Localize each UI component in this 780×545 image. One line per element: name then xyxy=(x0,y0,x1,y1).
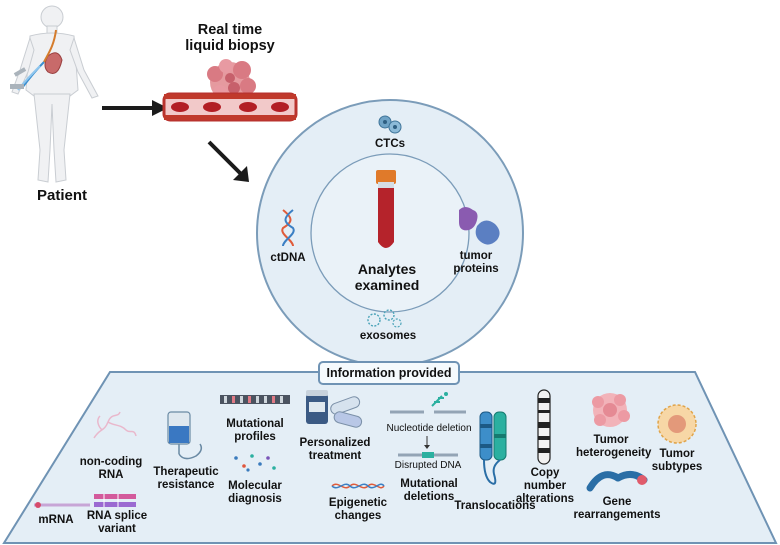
nucleotide-deletion-icon xyxy=(390,392,466,414)
mutation-barcode-icon xyxy=(220,395,290,404)
gene-rearrangement-icon xyxy=(586,471,648,492)
epigenetic-changes-label: Epigenetic changes xyxy=(328,497,388,522)
analytes-center-label: Analytes examined xyxy=(354,261,420,293)
dna-helix-icon xyxy=(281,209,295,247)
patient-label: Patient xyxy=(36,187,87,204)
blood-tube-icon xyxy=(376,170,396,248)
nucleotide-deletion-label: Nucleotide deletion xyxy=(386,423,472,434)
tumor-heterogeneity-label: Tumor heterogeneity xyxy=(576,434,652,459)
biopsy-title: Real time liquid biopsy xyxy=(185,22,275,55)
chromosome-icon xyxy=(537,389,551,465)
pills-icon xyxy=(306,390,363,428)
blood-vessel-icon xyxy=(162,59,298,122)
noncoding-rna-label: non-coding RNA xyxy=(79,456,143,481)
ctdna-label: ctDNA xyxy=(270,252,306,264)
ctcs-cell-icon xyxy=(378,115,402,134)
mrna-label: mRNA xyxy=(38,514,74,526)
tumor-proteins-label: tumor proteins xyxy=(453,250,499,275)
exosomes-label: exosomes xyxy=(359,330,417,342)
disrupted-dna-label: Disrupted DNA xyxy=(394,460,462,471)
therapeutic-resistance-label: Therapeutic resistance xyxy=(153,466,219,491)
rna-splice-icon xyxy=(94,494,136,507)
chromosome-translocation-icon xyxy=(479,411,507,485)
arrow-down-right-icon xyxy=(207,140,249,182)
mutational-deletions-label: Mutational deletions xyxy=(400,478,458,503)
tumor-cluster-icon xyxy=(207,59,256,102)
rna-splice-label: RNA splice variant xyxy=(86,510,148,535)
arrow-right-icon xyxy=(102,100,168,116)
gene-rearrangements-label: Gene rearrangements xyxy=(573,496,661,521)
iv-bag-icon xyxy=(167,411,203,460)
molecular-diagnosis-label: Molecular diagnosis xyxy=(228,480,282,505)
patient-figure-icon xyxy=(10,5,99,183)
dna-strand-icon xyxy=(331,483,385,489)
noncoding-rna-icon xyxy=(93,411,137,439)
molecular-dots-icon xyxy=(234,454,276,472)
mrna-icon xyxy=(34,502,90,508)
tumor-heterogeneity-icon xyxy=(592,393,630,427)
info-header: Information provided xyxy=(318,361,460,385)
ctcs-label: CTCs xyxy=(374,138,406,150)
tumor-cell-icon xyxy=(657,404,697,444)
mutational-profiles-label: Mutational profiles xyxy=(226,418,284,443)
personalized-treatment-label: Personalized treatment xyxy=(299,437,371,462)
arrow-down-icon xyxy=(424,436,430,449)
copy-number-label: Copy number alterations xyxy=(515,467,575,505)
disrupted-dna-icon xyxy=(398,452,458,458)
exosomes-icon xyxy=(367,309,402,328)
info-panel xyxy=(2,371,778,544)
tumor-subtypes-label: Tumor subtypes xyxy=(651,448,703,473)
tumor-protein-icon xyxy=(459,207,500,245)
translocations-label: Translocations xyxy=(454,500,536,512)
